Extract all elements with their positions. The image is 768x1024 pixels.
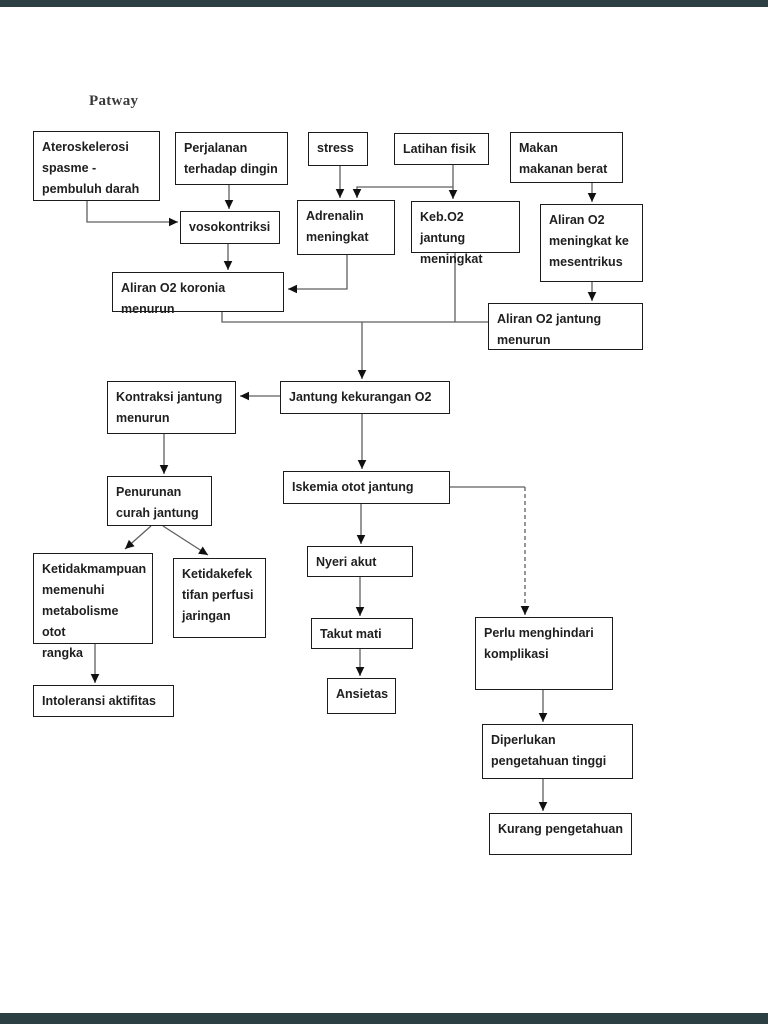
- viewer-bottom-bar: [0, 1013, 768, 1024]
- arrowhead-latihan-to-kebo2: [448, 190, 458, 199]
- page-title: Patway: [89, 93, 139, 109]
- arrowhead-takut-to-ansietas: [355, 667, 365, 676]
- arrowhead-junction-to-jantungkekurangan: [357, 370, 367, 379]
- flow-box-ateroskelerosi: Ateroskelerosi spasme - pembuluh darah: [33, 131, 160, 201]
- flow-box-kontraksi-menurun: Kontraksi jantung menurun: [107, 381, 236, 434]
- arrowhead-makan-to-mesentrikus: [587, 193, 597, 202]
- arrowhead-latihan-branch-to-adrenalin: [352, 189, 362, 198]
- flow-box-intoleransi: Intoleransi aktifitas: [33, 685, 174, 717]
- arrowhead-perlu-to-diperlukan: [538, 713, 548, 722]
- edge-ateros-to-vosokontriksi: [86, 199, 178, 223]
- flow-box-ansietas: Ansietas: [327, 678, 396, 714]
- edge-penurunan-to-ketidakmampuan: [124, 525, 152, 550]
- flow-box-ketidakmampuan: Ketidakmampuan memenuhi metabolisme otot…: [33, 553, 153, 660]
- flow-box-takut-mati: Takut mati: [311, 618, 413, 649]
- arrowhead-iskemia-to-perlu: [520, 606, 530, 615]
- edge-koronia-to-aliranjantung: [221, 312, 488, 323]
- flow-box-kurang-pengetahuan: Kurang pengetahuan: [489, 813, 632, 855]
- arrowhead-nyeri-to-takut: [355, 607, 365, 616]
- flow-box-perjalanan-dingin: Perjalanan terhadap dingin: [175, 132, 288, 185]
- flow-box-aliran-mesentrikus: Aliran O2 meningkat ke mesentrikus: [540, 204, 643, 282]
- arrowhead-ateros-to-vosokontriksi: [169, 217, 178, 227]
- edge-latihan-branch-to-adrenalin: [356, 186, 453, 198]
- arrowhead-vosokontriksi-to-koronia: [223, 261, 233, 270]
- flow-box-latihan-fisik: Latihan fisik: [394, 133, 489, 165]
- flow-box-keb-o2-jantung: Keb.O2 jantung meningkat: [411, 201, 520, 266]
- edge-penurunan-to-ketidakefektifan: [162, 525, 209, 556]
- arrowhead-jantung-to-iskemia: [357, 460, 367, 469]
- flow-box-penurunan-curah: Penurunan curah jantung: [107, 476, 212, 526]
- flow-box-diperlukan-pengetahuan: Diperlukan pengetahuan tinggi: [482, 724, 633, 779]
- flow-box-aliran-koronia: Aliran O2 koronia menurun: [112, 272, 284, 316]
- flow-box-stress: stress: [308, 132, 368, 166]
- flow-box-jantung-kekurangan-o2: Jantung kekurangan O2: [280, 381, 450, 414]
- arrowhead-penurunan-to-ketidakmampuan: [125, 539, 135, 549]
- arrowhead-kontraksi-to-penurunan: [159, 465, 169, 474]
- arrowhead-mesentrikus-to-aliranjantung: [587, 292, 597, 301]
- flow-box-nyeri-akut: Nyeri akut: [307, 546, 413, 577]
- arrowhead-ketidakmampuan-to-intoleransi: [90, 674, 100, 683]
- arrowhead-jantung-to-kontraksi: [240, 391, 249, 401]
- flow-box-perlu-menghindari: Perlu menghindari komplikasi: [475, 617, 613, 690]
- flow-box-ketidakefektifan: Ketidakefek tifan perfusi jaringan: [173, 558, 266, 638]
- arrowhead-perjalanan-to-vosokontriksi: [224, 200, 234, 209]
- arrowhead-iskemia-to-nyeri: [356, 535, 366, 544]
- viewer-top-bar: [0, 0, 768, 7]
- arrowhead-adrenalin-to-koronia: [288, 284, 297, 294]
- arrowhead-diperlukan-to-kurang: [538, 802, 548, 811]
- flow-box-iskemia-otot: Iskemia otot jantung: [283, 471, 450, 504]
- flow-box-adrenalin-meningkat: Adrenalin meningkat: [297, 200, 395, 255]
- flow-box-aliran-jantung-menurun: Aliran O2 jantung menurun: [488, 303, 643, 350]
- edge-adrenalin-to-koronia: [288, 255, 348, 290]
- arrowhead-penurunan-to-ketidakefektifan: [198, 546, 208, 555]
- flow-box-vosokontriksi: vosokontriksi: [180, 211, 280, 244]
- arrowhead-stress-to-adrenalin: [335, 189, 345, 198]
- flow-box-makan-berat: Makan makanan berat: [510, 132, 623, 183]
